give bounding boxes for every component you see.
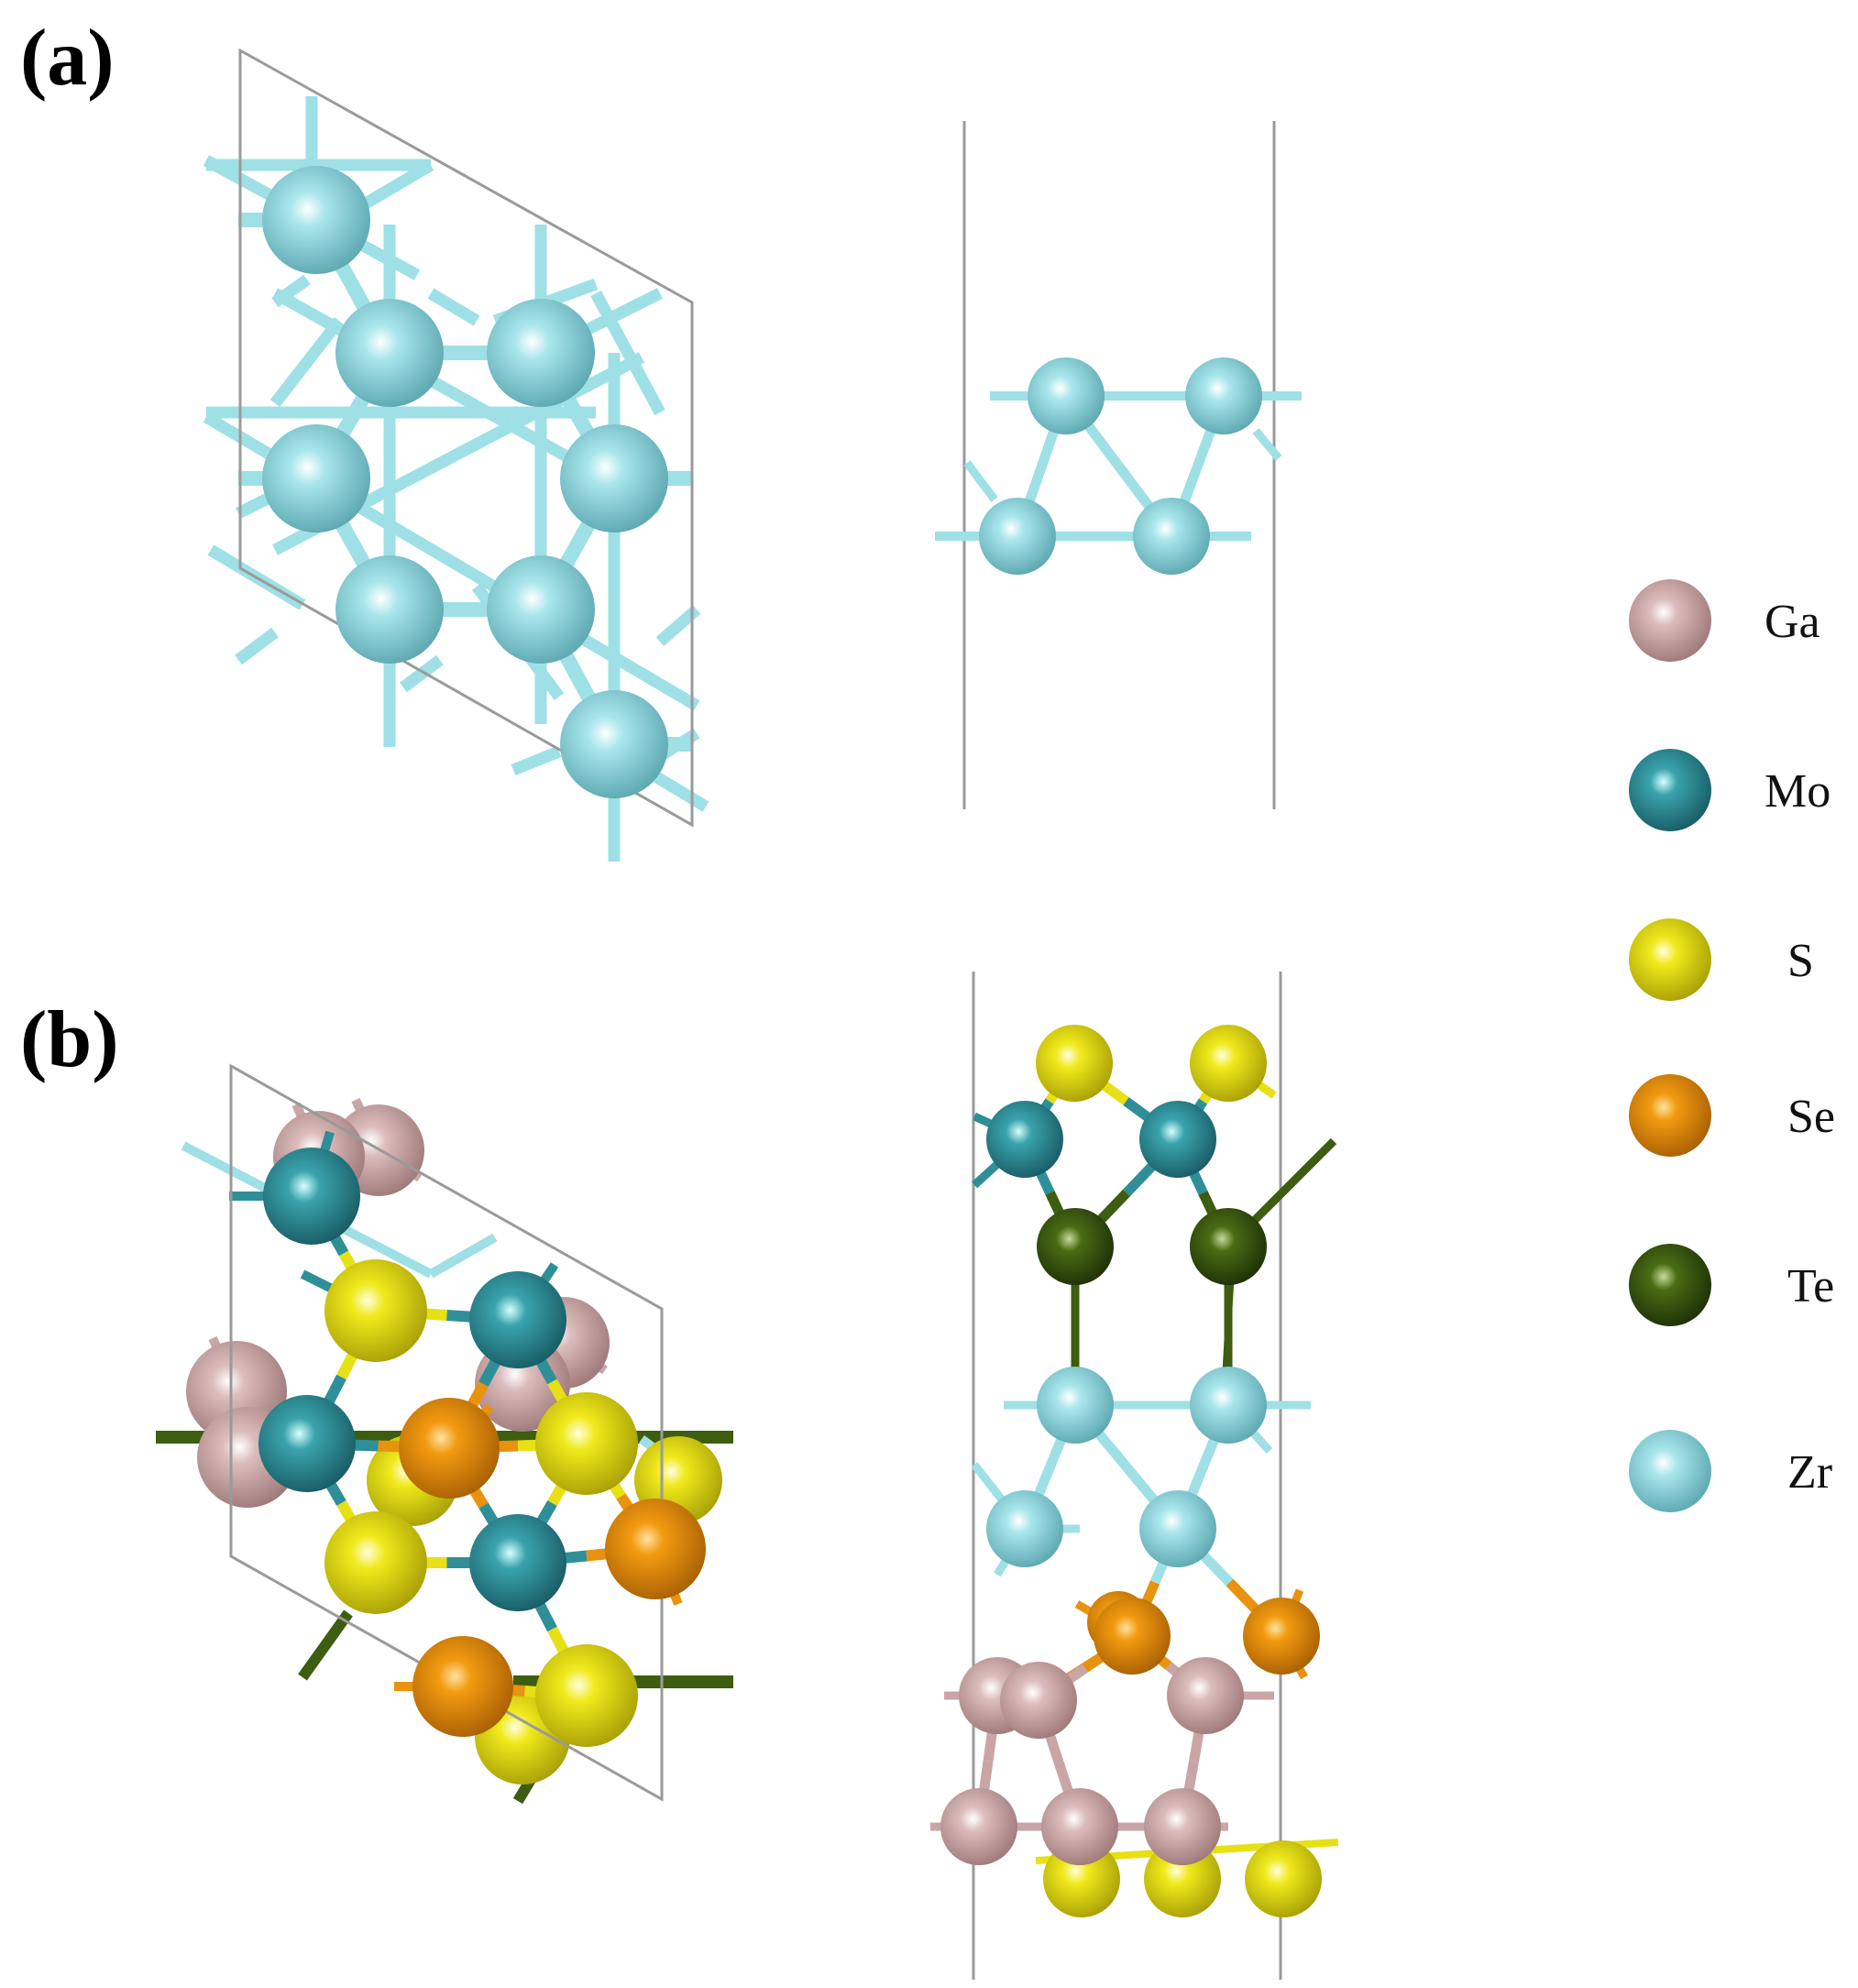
atom-zr <box>1028 357 1105 434</box>
element-legend: Ga Mo S Se Te Zr <box>1629 579 1835 1512</box>
panel-a-top-view <box>203 48 709 862</box>
atom-zr <box>979 498 1056 575</box>
mo-swatch <box>1629 749 1711 831</box>
atom-ga <box>1144 1788 1221 1865</box>
atom-zr <box>1190 1367 1267 1444</box>
legend-label-ga: Ga <box>1765 596 1820 648</box>
legend-label-zr: Zr <box>1787 1446 1832 1499</box>
bond <box>427 288 480 326</box>
bond <box>428 1233 498 1279</box>
atom-ga <box>940 1788 1017 1865</box>
atom-zr <box>1133 498 1210 575</box>
atom-se <box>412 1636 513 1737</box>
legend-label-s: S <box>1787 935 1814 987</box>
legend-item-te: Te <box>1629 1244 1834 1326</box>
atom-zr <box>487 299 595 407</box>
atom-te <box>1037 1208 1114 1285</box>
atom-mo <box>263 1148 360 1245</box>
atom-mo <box>1139 1101 1216 1178</box>
unit-cell-outline <box>229 1063 664 1802</box>
atom-se <box>1243 1598 1320 1675</box>
bond <box>269 317 345 407</box>
atom-zr <box>262 166 370 274</box>
atom-s <box>1245 1840 1322 1917</box>
legend-item-mo: Mo <box>1629 749 1831 831</box>
legend-item-se: Se <box>1629 1074 1835 1157</box>
atom-zr <box>262 424 370 533</box>
zr-swatch <box>1629 1430 1711 1512</box>
panel-b-top-view <box>156 1063 733 1805</box>
legend-item-s: S <box>1629 918 1814 1001</box>
s-swatch <box>1629 918 1711 1001</box>
legend-item-zr: Zr <box>1629 1430 1832 1512</box>
atom-se <box>1094 1598 1171 1675</box>
atom-zr <box>560 690 668 798</box>
bond <box>400 654 444 693</box>
atom-zr <box>1037 1367 1114 1444</box>
legend-item-ga: Ga <box>1629 579 1820 662</box>
bond <box>511 745 562 776</box>
bond <box>271 274 311 308</box>
legend-label-te: Te <box>1787 1260 1834 1313</box>
atom-te <box>1190 1208 1267 1285</box>
bond <box>590 290 665 416</box>
atom-ga <box>1000 1662 1077 1739</box>
legend-label-mo: Mo <box>1765 765 1831 818</box>
atom-zr <box>487 555 595 664</box>
atom-zr <box>1139 1490 1216 1567</box>
atom-zr <box>335 555 444 664</box>
atom-mo <box>469 1271 566 1368</box>
se-swatch <box>1629 1074 1711 1157</box>
atom-zr <box>335 299 444 407</box>
bond <box>235 627 279 665</box>
legend-label-se: Se <box>1787 1091 1835 1143</box>
panel-label-a: (a) <box>20 14 115 103</box>
panel-a-side-view <box>935 121 1302 809</box>
atom-mo <box>986 1101 1063 1178</box>
te-swatch <box>1629 1244 1711 1326</box>
bond <box>655 605 701 646</box>
atom-ga <box>1167 1657 1244 1734</box>
unit-cell-outline <box>238 48 694 828</box>
bond-stub <box>1252 428 1282 461</box>
atom-s <box>1036 1025 1113 1102</box>
ga-swatch <box>1629 579 1711 662</box>
atom-se <box>399 1398 500 1499</box>
bond <box>298 1609 353 1681</box>
atom-mo <box>258 1395 356 1492</box>
atom-zr <box>1185 357 1262 434</box>
atom-se <box>605 1499 706 1599</box>
atom-s <box>1190 1025 1267 1102</box>
atom-s <box>535 1392 638 1495</box>
atom-ga <box>1041 1788 1118 1865</box>
panel-label-b: (b) <box>20 995 119 1084</box>
panel-b-side-view <box>930 972 1339 1980</box>
atom-s <box>324 1511 427 1614</box>
atom-zr <box>986 1490 1063 1567</box>
bond-stub <box>963 460 998 502</box>
atom-s <box>324 1259 427 1362</box>
atom-s <box>535 1644 638 1747</box>
atom-zr <box>560 424 668 533</box>
atom-mo <box>469 1514 566 1611</box>
